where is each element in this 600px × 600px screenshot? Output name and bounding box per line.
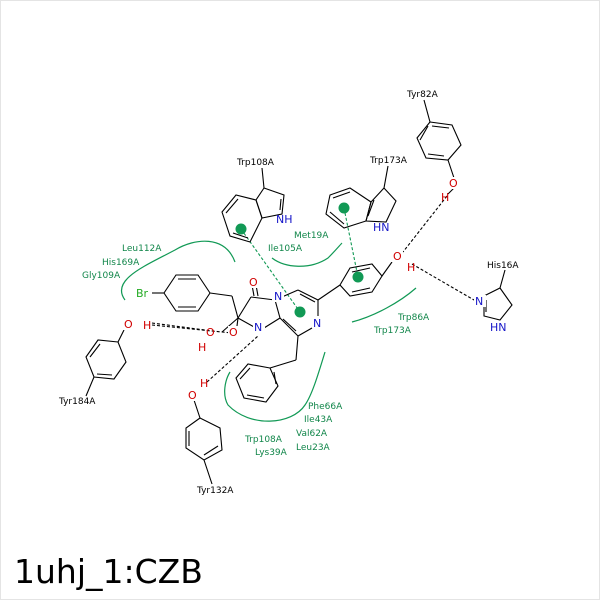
- hbond-tyr82: [402, 195, 448, 253]
- ligand-benzyl: [235, 363, 279, 403]
- label-leu23: Leu23A: [296, 443, 331, 453]
- pi-stack-line-right: [343, 207, 359, 278]
- pi-centroid-trp173: [338, 202, 350, 214]
- label-val62: Val62A: [296, 429, 328, 439]
- residue-trp173-top: [325, 165, 397, 229]
- atom-tyr132-o: O: [188, 389, 197, 402]
- atom-his16-nh: HN: [490, 321, 507, 334]
- label-his169: His169A: [102, 258, 140, 268]
- label-met19: Met19A: [294, 231, 329, 241]
- atom-tyr132-h: H: [200, 377, 208, 390]
- hbond-tyr184b: [151, 322, 206, 331]
- hydrophobic-arc-met: [271, 242, 343, 267]
- label-tyr82: Tyr82A: [406, 90, 439, 100]
- pi-stack-line-left: [240, 228, 301, 313]
- label-gly109: Gly109A: [82, 271, 121, 281]
- hydrophobic-arc-left: [120, 240, 236, 301]
- pi-centroid-ligand-phenyl: [352, 271, 364, 283]
- residue-trp108-top: [221, 167, 285, 243]
- label-tyr132: Tyr132A: [196, 486, 234, 496]
- atom-n-pyrazine: N: [313, 317, 321, 330]
- atom-tyr82-o: O: [449, 177, 458, 190]
- label-ile43: Ile43A: [304, 415, 333, 425]
- atom-n-bridge: N: [274, 290, 282, 303]
- label-his16: His16A: [487, 261, 519, 271]
- residue-his16: [483, 269, 513, 321]
- ligand-title: 1uhj_1:CZB: [14, 552, 203, 591]
- atom-tyr82-h: H: [441, 191, 449, 204]
- hydrophobic-arc-bottom: [224, 351, 326, 422]
- atom-tyr184-h: H: [143, 319, 151, 332]
- atom-phenol-o: O: [393, 250, 402, 263]
- hbond-tyr184: [151, 324, 233, 334]
- atom-tyr184-o: O: [124, 318, 133, 331]
- atom-trp108-nh: NH: [276, 213, 293, 226]
- atom-phenol-h: H: [407, 261, 415, 274]
- pi-centroid-trp108: [235, 223, 247, 235]
- atom-trp173-nh: HN: [373, 221, 390, 234]
- atom-peroxide-h: H: [198, 341, 206, 354]
- residue-tyr132: [185, 399, 223, 485]
- atom-carbonyl-o: O: [249, 276, 258, 289]
- label-leu112: Leu112A: [122, 244, 162, 254]
- label-trp86: Trp86A: [397, 313, 430, 323]
- label-lys39: Lys39A: [255, 448, 288, 458]
- label-phe66: Phe66A: [308, 402, 343, 412]
- atom-peroxide-o1: O: [229, 326, 238, 339]
- pi-centroid-ligand-core: [294, 306, 306, 318]
- label-tyr184: Tyr184A: [58, 397, 96, 407]
- label-trp108-top: Trp108A: [236, 158, 275, 168]
- ligand-bromophenyl: [152, 274, 211, 312]
- ligand-hydroxyphenyl: [339, 261, 393, 297]
- atom-bromine: Br: [136, 287, 149, 300]
- hydrophobic-arc-trp86: [351, 287, 417, 323]
- atom-peroxide-o2: O: [206, 326, 215, 339]
- hbond-his16: [411, 263, 475, 301]
- label-trp173: Trp173A: [373, 326, 412, 336]
- label-ile105: Ile105A: [268, 244, 303, 254]
- atom-his16-n: N: [475, 295, 483, 308]
- label-trp173-top: Trp173A: [369, 156, 408, 166]
- atom-n-imidazole: N: [254, 321, 262, 334]
- hbond-tyr132: [206, 335, 259, 383]
- label-trp108: Trp108A: [244, 435, 283, 445]
- residue-tyr184: [85, 329, 127, 397]
